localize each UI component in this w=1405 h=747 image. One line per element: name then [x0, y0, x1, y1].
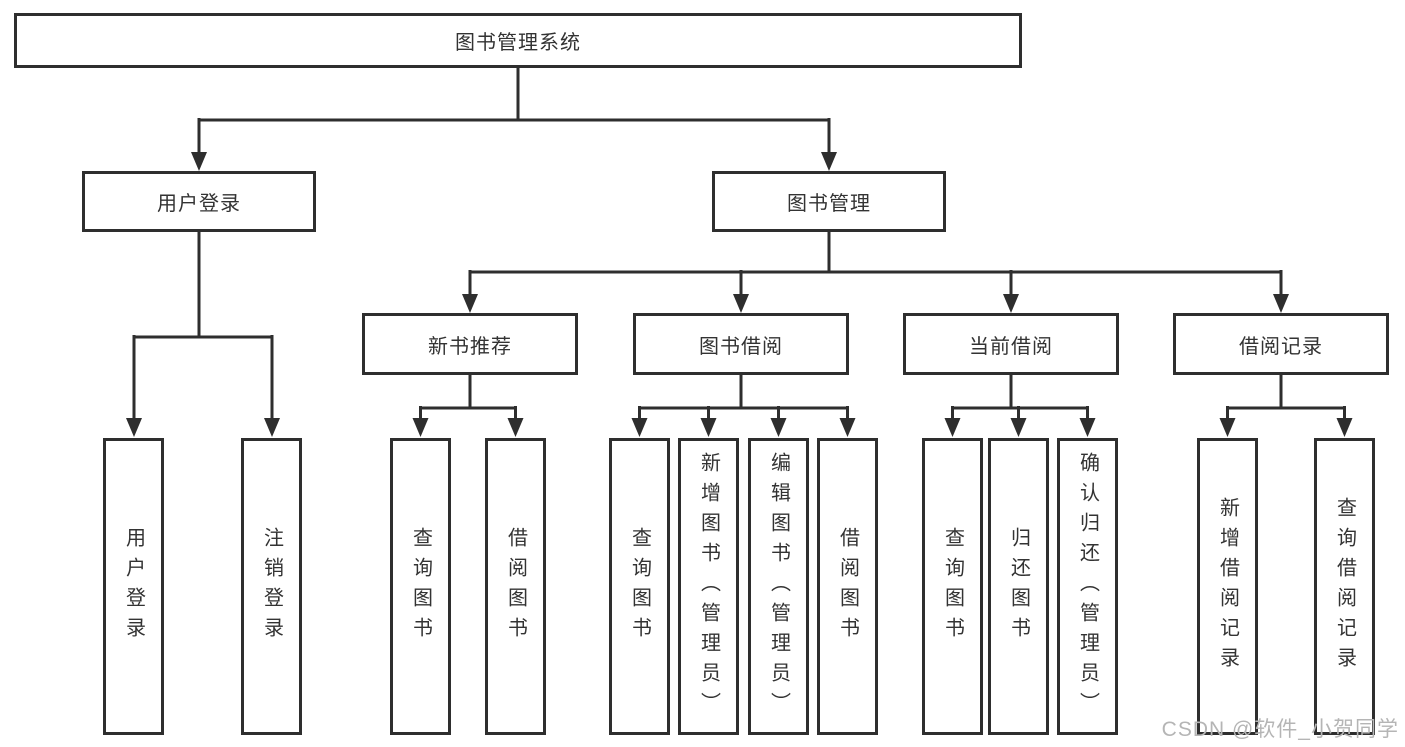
- root-node-library-system: 图书管理系统: [14, 13, 1022, 68]
- leaf-label: 确认归还（管理员）: [1076, 451, 1099, 722]
- leaf-query-books-current: 查询图书: [922, 438, 983, 735]
- leaf-add-books-admin: 新增图书（管理员）: [678, 438, 739, 735]
- leaf-add-borrow-record: 新增借阅记录: [1197, 438, 1258, 735]
- csdn-watermark: CSDN @软件_小贺同学: [1161, 718, 1399, 741]
- leaf-return-books: 归还图书: [988, 438, 1049, 735]
- leaf-logout: 注销登录: [241, 438, 302, 735]
- leaf-label: 查询图书: [409, 526, 432, 647]
- leaf-borrow-books: 借阅图书: [817, 438, 878, 735]
- leaf-label: 编辑图书（管理员）: [767, 451, 790, 722]
- leaf-label: 借阅图书: [504, 526, 527, 647]
- leaf-label: 新增借阅记录: [1216, 496, 1239, 677]
- leaf-user-login: 用户登录: [103, 438, 164, 735]
- leaf-query-books-borrow: 查询图书: [609, 438, 670, 735]
- leaf-borrow-books-recommend: 借阅图书: [485, 438, 546, 735]
- leaf-label: 查询借阅记录: [1333, 496, 1356, 677]
- leaf-label: 归还图书: [1007, 526, 1030, 647]
- node-new-book-recommend: 新书推荐: [362, 313, 578, 375]
- leaf-query-books-recommend: 查询图书: [390, 438, 451, 735]
- node-borrow-records: 借阅记录: [1173, 313, 1389, 375]
- leaf-label: 查询图书: [628, 526, 651, 647]
- leaf-query-borrow-record: 查询借阅记录: [1314, 438, 1375, 735]
- node-current-borrow: 当前借阅: [903, 313, 1119, 375]
- node-book-management: 图书管理: [712, 171, 946, 232]
- node-book-borrow: 图书借阅: [633, 313, 849, 375]
- leaf-label: 注销登录: [260, 526, 283, 647]
- leaf-edit-books-admin: 编辑图书（管理员）: [748, 438, 809, 735]
- node-user-login: 用户登录: [82, 171, 316, 232]
- leaf-label: 查询图书: [941, 526, 964, 647]
- leaf-confirm-return-admin: 确认归还（管理员）: [1057, 438, 1118, 735]
- leaf-label: 新增图书（管理员）: [697, 451, 720, 722]
- leaf-label: 借阅图书: [836, 526, 859, 647]
- leaf-label: 用户登录: [122, 526, 145, 647]
